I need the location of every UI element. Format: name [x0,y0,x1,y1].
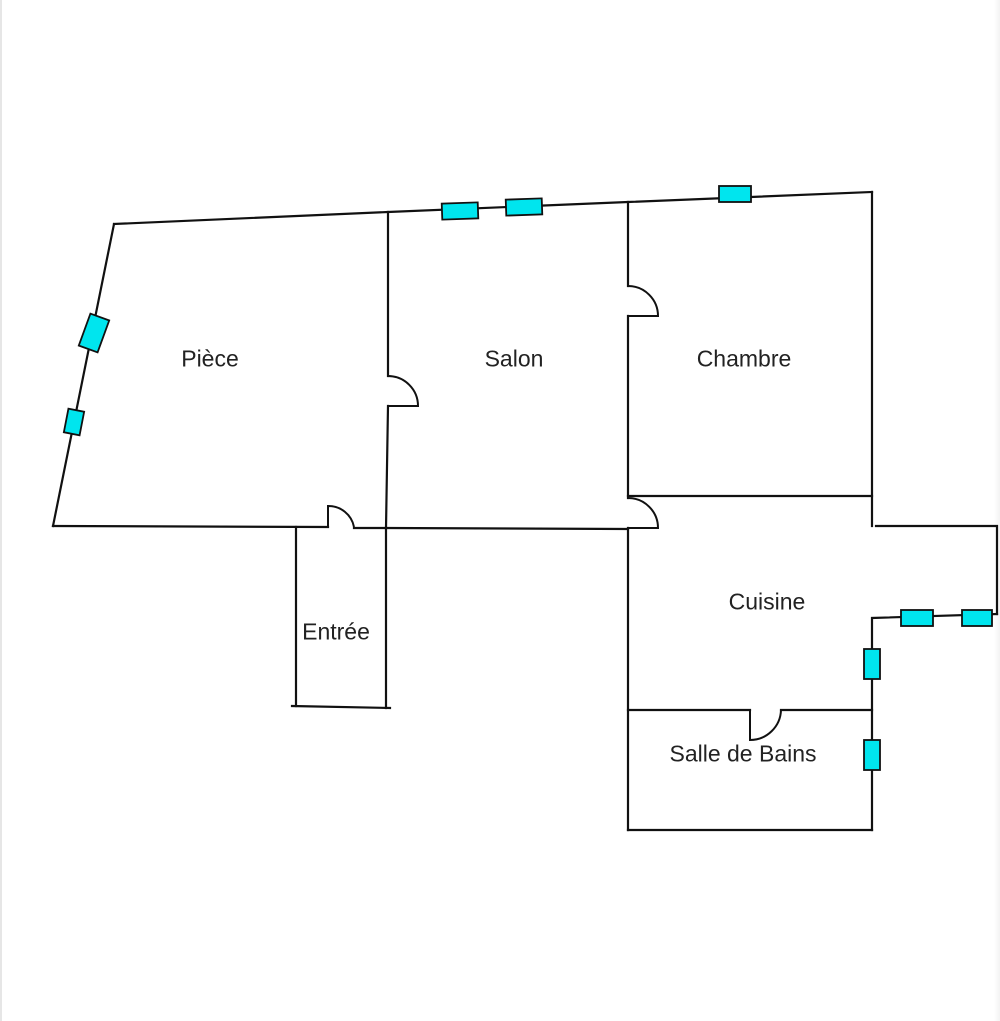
entree-bottom-wall [290,704,392,710]
room-label-piece: Pièce [181,345,239,372]
left-outer-wall [51,222,116,528]
door-entree [327,504,355,528]
window-cuisine-east-left [900,609,934,627]
door-salon-cuisine [627,497,660,529]
salon-bottom-wall [384,526,630,531]
canvas-right-shadow [994,0,1000,1021]
room-label-chambre: Chambre [696,345,792,372]
doors [327,285,782,742]
room-label-salle-de-bains: Salle de Bains [669,740,817,767]
window-salon-left [440,201,480,221]
cuisine-south-wall [870,612,999,832]
window-salon-right [504,197,544,217]
window-piece-upper [77,312,111,354]
top-outer-wall [112,190,874,226]
window-cuisine-east-right [961,609,993,627]
window-piece-lower [62,407,86,437]
walls [51,190,999,832]
canvas-left-border [0,0,2,1021]
room-label-salon: Salon [484,345,544,372]
window-bathroom [863,739,881,771]
windows [62,185,993,771]
window-cuisine-south [863,648,881,680]
room-label-cuisine: Cuisine [728,588,806,615]
door-piece-salon [387,375,420,407]
room-label-entree: Entrée [302,618,370,645]
piece-bottom-wall-left [51,524,330,529]
window-chambre [718,185,752,203]
piece-salon-wall-bottom [384,404,390,530]
door-bathroom [749,709,782,742]
cuisine-east-wall [874,524,999,616]
door-salon-chambre [627,285,660,317]
